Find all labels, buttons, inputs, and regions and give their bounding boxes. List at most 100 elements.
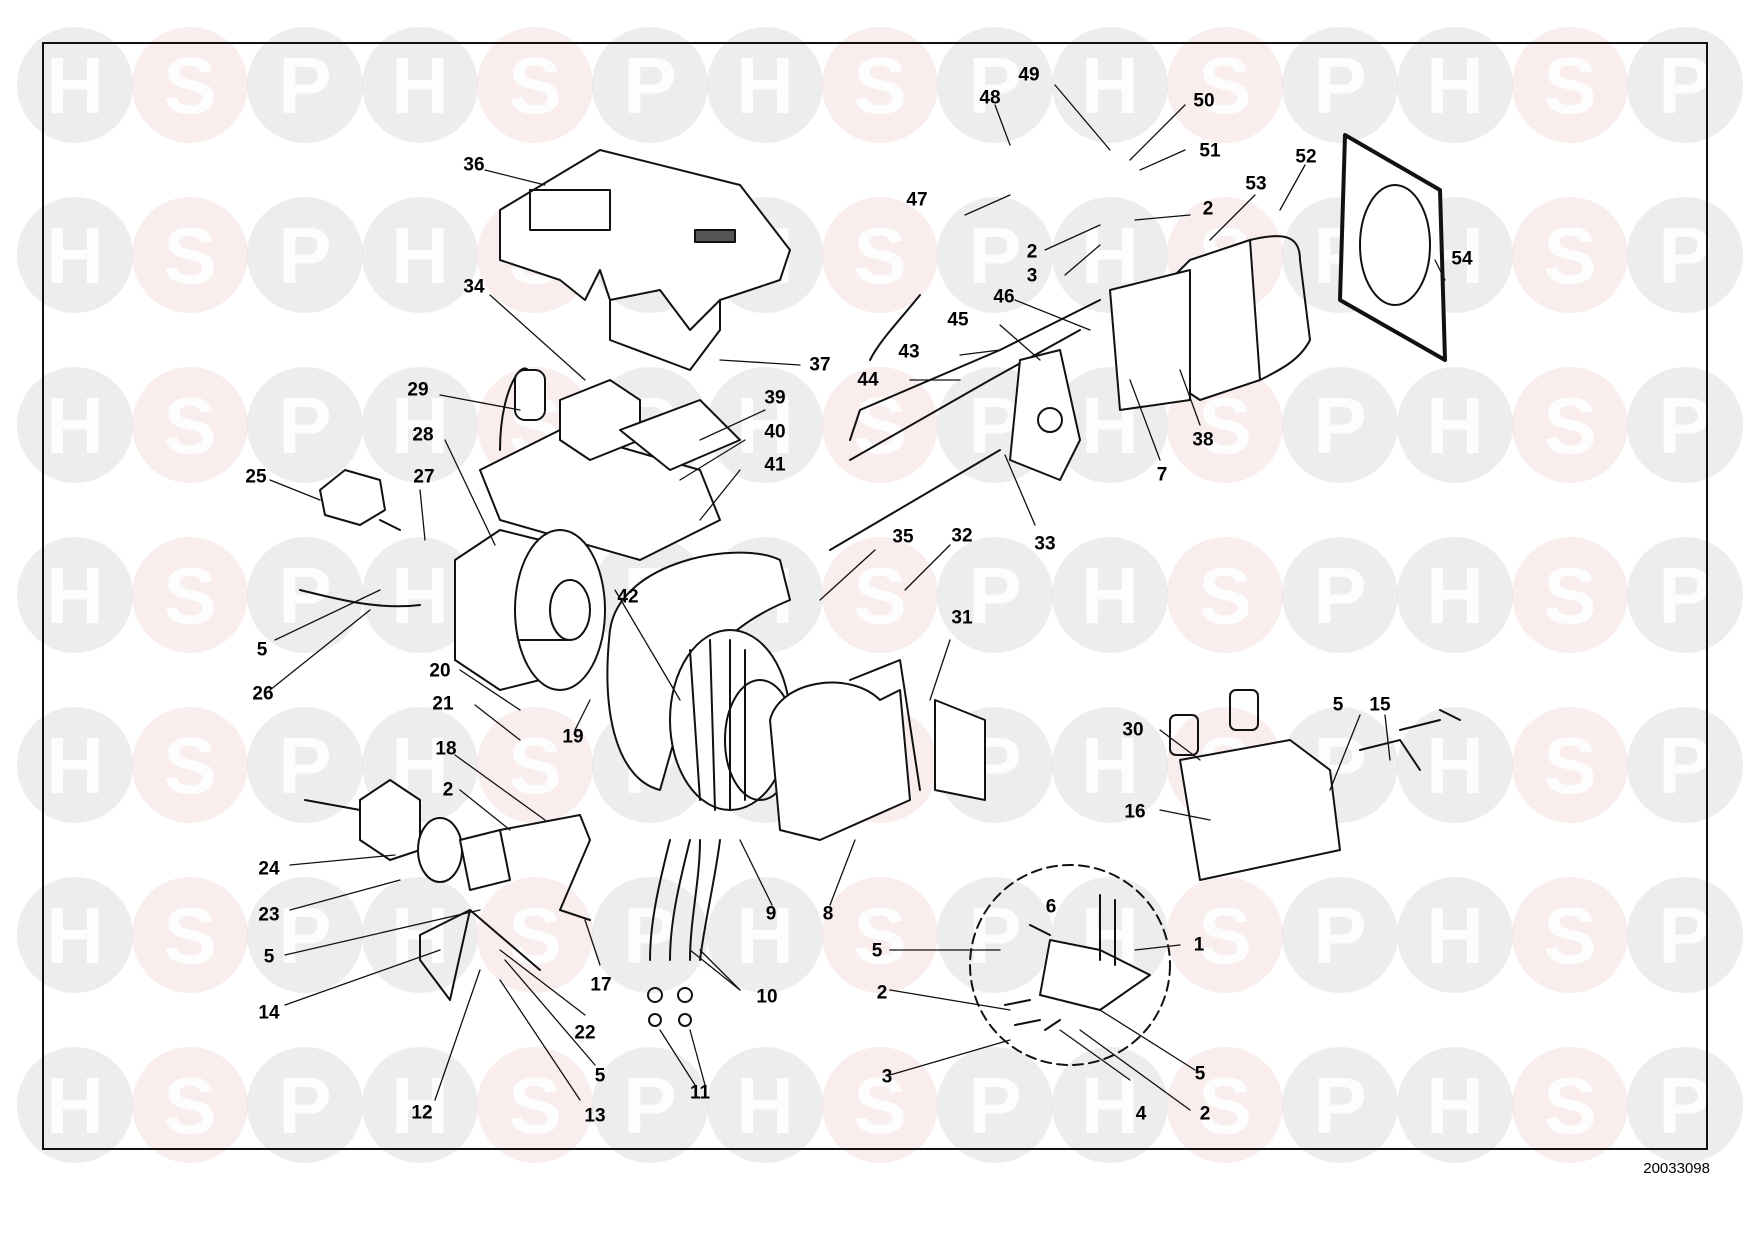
watermark-letter: P — [1658, 721, 1711, 810]
callout-22: 22 — [574, 1022, 596, 1044]
watermark-letter: H — [46, 211, 104, 300]
watermark-circle — [17, 537, 133, 653]
watermark-circle — [132, 1047, 248, 1163]
watermark-circle — [247, 27, 363, 143]
watermark-circle — [362, 197, 478, 313]
watermark-letter: S — [1198, 1061, 1251, 1150]
watermark-letter: S — [163, 551, 216, 640]
callout-5: 5 — [1332, 694, 1344, 716]
callout-11: 11 — [689, 1082, 711, 1104]
watermark-circle — [17, 1047, 133, 1163]
callout-9: 9 — [765, 903, 777, 925]
callout-26: 26 — [252, 683, 274, 705]
callout-15: 15 — [1369, 694, 1391, 716]
watermark-letter: S — [853, 551, 906, 640]
callout-41: 41 — [764, 454, 786, 476]
watermark-letter: S — [163, 721, 216, 810]
watermark-letter: H — [1426, 41, 1484, 130]
watermark-letter: P — [1313, 551, 1366, 640]
watermark-letter: S — [1198, 891, 1251, 980]
watermark-circle — [477, 27, 593, 143]
watermark-letter: P — [968, 551, 1021, 640]
watermark-letter: P — [1313, 891, 1366, 980]
watermark-circle — [1512, 1047, 1628, 1163]
callout-35: 35 — [892, 526, 914, 548]
watermark-circle — [247, 537, 363, 653]
watermark-letter: P — [623, 41, 676, 130]
watermark-letter: H — [46, 891, 104, 980]
watermark-letter: S — [1543, 381, 1596, 470]
watermark-circle — [132, 877, 248, 993]
watermark-circle — [1627, 877, 1743, 993]
callout-20: 20 — [429, 660, 451, 682]
watermark-circle — [592, 877, 708, 993]
watermark-letter: H — [391, 41, 449, 130]
oil-pump — [304, 779, 591, 921]
watermark-letter: S — [1543, 1061, 1596, 1150]
watermark-letter: S — [1543, 211, 1596, 300]
watermark-letter: S — [1543, 721, 1596, 810]
watermark-letter: H — [391, 381, 449, 470]
watermark-letter: P — [1658, 891, 1711, 980]
callout-19: 19 — [562, 726, 584, 748]
callout-4: 4 — [1135, 1103, 1147, 1125]
watermark-circle — [1167, 1047, 1283, 1163]
watermark-letter: H — [1081, 1061, 1139, 1150]
watermark-letter: S — [853, 891, 906, 980]
callout-28: 28 — [412, 424, 434, 446]
watermark-circle — [1167, 27, 1283, 143]
watermark-circle — [937, 537, 1053, 653]
watermark-circle — [247, 877, 363, 993]
callout-1: 1 — [1193, 934, 1205, 956]
watermark-circle — [247, 707, 363, 823]
callout-51: 51 — [1199, 140, 1221, 162]
watermark-letter: P — [278, 721, 331, 810]
callout-2: 2 — [1199, 1103, 1211, 1125]
watermark-circle — [132, 367, 248, 483]
watermark-letter: P — [1658, 1061, 1711, 1150]
watermark-letter: H — [391, 551, 449, 640]
watermark-circle — [1167, 877, 1283, 993]
watermark-letter: S — [1198, 41, 1251, 130]
callout-46: 46 — [993, 286, 1015, 308]
watermark-circle — [1627, 1047, 1743, 1163]
watermark-circle — [1052, 1047, 1168, 1163]
callout-29: 29 — [407, 379, 429, 401]
watermark-circle — [1167, 537, 1283, 653]
watermark-circle — [17, 877, 133, 993]
watermark-letter: H — [1426, 891, 1484, 980]
watermark-circle — [822, 27, 938, 143]
callout-18: 18 — [435, 738, 457, 760]
solenoid-valves — [1169, 689, 1461, 881]
callout-23: 23 — [258, 904, 280, 926]
watermark-circle — [1627, 27, 1743, 143]
callout-17: 17 — [590, 974, 612, 996]
watermark-circle — [937, 197, 1053, 313]
callout-5: 5 — [871, 940, 883, 962]
watermark-letter: H — [1081, 41, 1139, 130]
watermark-circle — [937, 27, 1053, 143]
watermark-circle — [362, 1047, 478, 1163]
watermark-letter: S — [1543, 41, 1596, 130]
callout-36: 36 — [463, 154, 485, 176]
watermark-letter: P — [968, 891, 1021, 980]
watermark-letter: H — [391, 211, 449, 300]
callout-2: 2 — [442, 779, 454, 801]
diagram-frame — [42, 42, 1708, 1150]
callout-48: 48 — [979, 87, 1001, 109]
callout-30: 30 — [1122, 719, 1144, 741]
watermark-letter: P — [968, 41, 1021, 130]
watermark-circle — [1052, 707, 1168, 823]
watermark-letter: P — [278, 41, 331, 130]
watermark-letter: P — [1658, 41, 1711, 130]
callout-45: 45 — [947, 309, 969, 331]
watermark-letter: H — [1426, 381, 1484, 470]
watermark-letter: P — [968, 211, 1021, 300]
watermark-circle — [1512, 27, 1628, 143]
watermark-letter: H — [736, 891, 794, 980]
watermark-letter: P — [278, 1061, 331, 1150]
watermark-letter: S — [163, 381, 216, 470]
watermark-letter: P — [1658, 381, 1711, 470]
flexible-hoses — [647, 839, 721, 1027]
